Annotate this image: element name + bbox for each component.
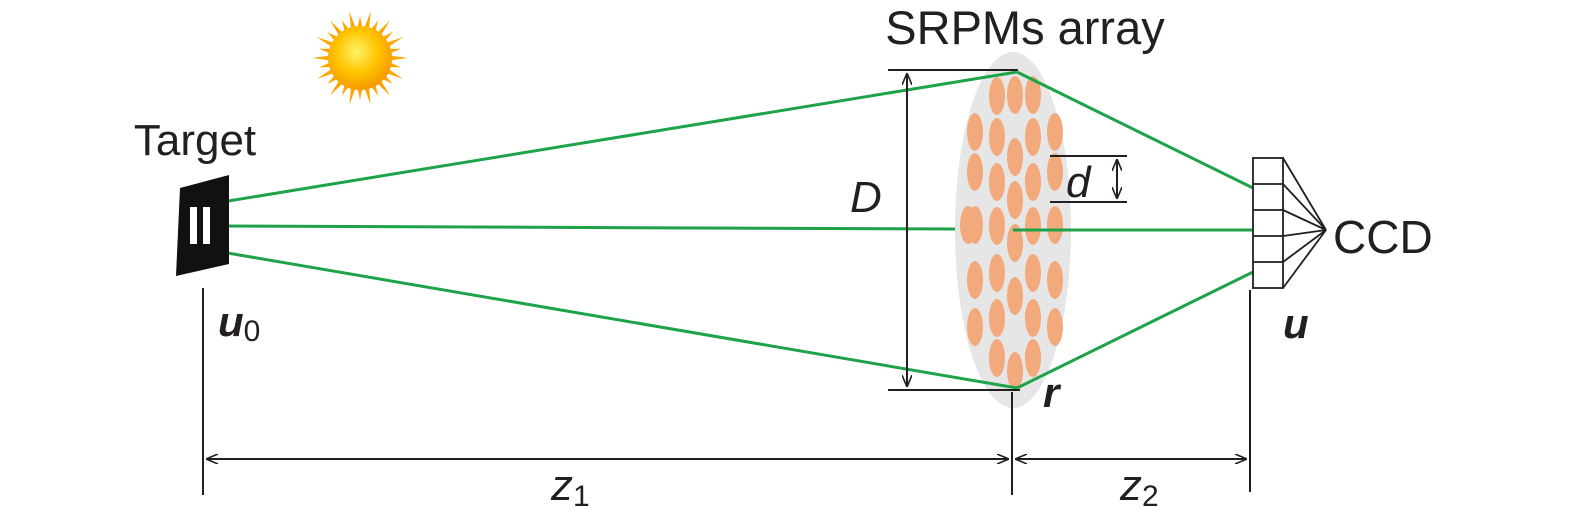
ray-center-object — [221, 224, 956, 231]
subaperture-spots — [960, 76, 1063, 390]
ccd-detector-icon — [1252, 157, 1327, 289]
subaperture-spot — [1025, 163, 1041, 201]
subaperture-spot — [1025, 118, 1041, 156]
subaperture-spot — [1025, 76, 1041, 114]
light-rays — [209, 70, 1254, 390]
subaperture-spot — [1047, 153, 1063, 191]
ray-upper-object — [209, 70, 1018, 206]
subaperture-spot — [1007, 352, 1023, 390]
object-field-label: u0 — [218, 298, 260, 348]
subaperture-spot — [989, 118, 1005, 156]
subaperture-spot — [989, 207, 1005, 245]
subaperture-spot — [1025, 339, 1041, 377]
target-label: Target — [134, 116, 256, 165]
array-plane-label: r — [1043, 369, 1062, 416]
array-title: SRPMs array — [885, 1, 1165, 54]
subaperture-spot — [967, 308, 983, 346]
bar-target-icon — [176, 175, 229, 276]
subaperture-spot — [1025, 207, 1041, 245]
subaperture-spot — [1007, 277, 1023, 315]
subaperture-spot — [1047, 308, 1063, 346]
distance-dimensions — [202, 288, 1251, 495]
spacing-symbol: d — [1066, 158, 1092, 207]
subaperture-spot — [1007, 138, 1023, 176]
subaperture-spot — [989, 77, 1005, 115]
ccd-label: CCD — [1333, 211, 1433, 263]
subaperture-spot — [1025, 254, 1041, 292]
sun-icon — [312, 11, 408, 105]
ray-lower-image — [1016, 270, 1254, 390]
spacing-dimension — [1050, 155, 1127, 203]
aperture-symbol: D — [850, 173, 882, 222]
ray-upper-image — [1016, 70, 1254, 190]
subaperture-spot — [967, 261, 983, 299]
ray-lower-object — [209, 248, 1018, 390]
subaperture-spot — [1047, 206, 1063, 244]
subaperture-spot — [1047, 113, 1063, 151]
subaperture-spot — [967, 113, 983, 151]
subaperture-spot — [1025, 299, 1041, 337]
subaperture-spot — [989, 163, 1005, 201]
subaperture-spot — [967, 153, 983, 191]
subaperture-spot — [960, 206, 976, 244]
subaperture-spot — [1007, 224, 1023, 262]
subaperture-spot — [989, 299, 1005, 337]
subaperture-spot — [1047, 261, 1063, 299]
subaperture-spot — [1007, 181, 1023, 219]
z1-label: z1 — [550, 461, 590, 513]
subaperture-spot — [989, 254, 1005, 292]
image-field-label: u — [1283, 300, 1309, 347]
aperture-dimension — [888, 69, 1020, 391]
z2-label: z2 — [1119, 461, 1159, 513]
subaperture-spot — [1007, 76, 1023, 114]
subaperture-spot — [989, 339, 1005, 377]
